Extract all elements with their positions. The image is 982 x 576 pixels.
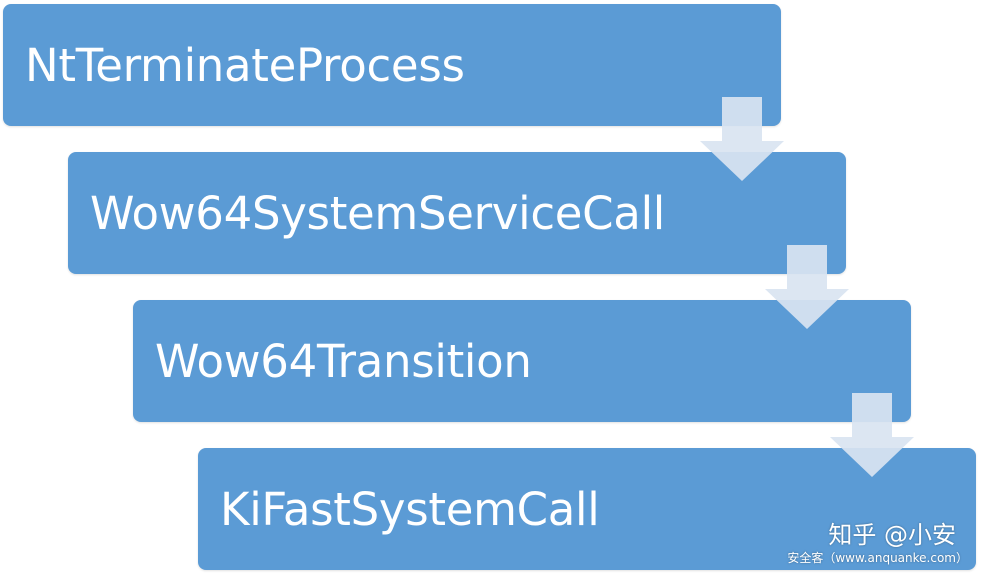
step-label: KiFastSystemCall bbox=[220, 482, 600, 536]
step-nt-terminate-process: NtTerminateProcess bbox=[3, 4, 781, 126]
watermark-source: 安全客（www.anquanke.com） bbox=[787, 551, 968, 565]
step-label: Wow64SystemServiceCall bbox=[90, 186, 665, 240]
down-arrow-icon bbox=[830, 393, 914, 477]
step-wow64-system-service-call: Wow64SystemServiceCall bbox=[68, 152, 846, 274]
down-arrow-icon bbox=[700, 97, 784, 181]
down-arrow-icon bbox=[765, 245, 849, 329]
step-wow64-transition: Wow64Transition bbox=[133, 300, 911, 422]
step-label: Wow64Transition bbox=[155, 334, 532, 388]
step-label: NtTerminateProcess bbox=[25, 38, 465, 92]
step-ki-fast-system-call: KiFastSystemCall bbox=[198, 448, 976, 570]
watermark-author: 知乎 @小安 bbox=[828, 521, 956, 549]
